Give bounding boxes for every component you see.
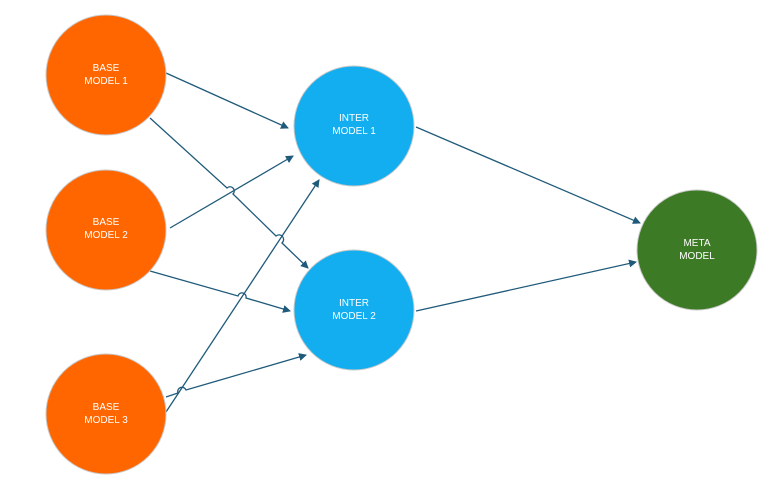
node-base-model-1: BASE MODEL 1 (45, 14, 167, 136)
node-label-line1: BASE (93, 402, 120, 413)
edge-base3-inter2 (165, 353, 307, 398)
node-circle (293, 249, 415, 371)
node-base-model-2: BASE MODEL 2 (45, 169, 167, 291)
node-label-line1: INTER (339, 298, 369, 309)
node-label-line1: INTER (339, 113, 369, 124)
nodes: BASE MODEL 1 BASE MODEL 2 BASE MODEL 3 I… (45, 14, 758, 475)
node-label-line2: MODEL 1 (84, 76, 128, 87)
node-base-model-3: BASE MODEL 3 (45, 353, 167, 475)
node-label-line1: BASE (93, 217, 120, 228)
node-circle (636, 189, 758, 311)
edge-base1-inter2 (149, 117, 309, 269)
edge-inter1-meta (415, 126, 641, 224)
node-inter-model-1: INTER MODEL 1 (293, 65, 415, 187)
node-label-line2: MODEL 1 (332, 126, 376, 137)
edge-inter2-meta (415, 259, 637, 312)
node-label-line1: META (683, 238, 710, 249)
edge-base3-inter1 (165, 179, 320, 413)
edge-base2-inter1 (169, 155, 294, 229)
node-label-line2: MODEL (679, 251, 715, 262)
node-label-line2: MODEL 3 (84, 415, 128, 426)
node-label-line2: MODEL 2 (332, 311, 376, 322)
node-circle (45, 353, 167, 475)
node-meta-model: META MODEL (636, 189, 758, 311)
edge-base1-inter1 (165, 72, 289, 129)
node-inter-model-2: INTER MODEL 2 (293, 249, 415, 371)
node-label-line2: MODEL 2 (84, 230, 128, 241)
edges (149, 72, 641, 413)
node-label-line1: BASE (93, 63, 120, 74)
node-circle (293, 65, 415, 187)
edge-base2-inter2 (149, 270, 291, 313)
node-circle (45, 169, 167, 291)
node-circle (45, 14, 167, 136)
